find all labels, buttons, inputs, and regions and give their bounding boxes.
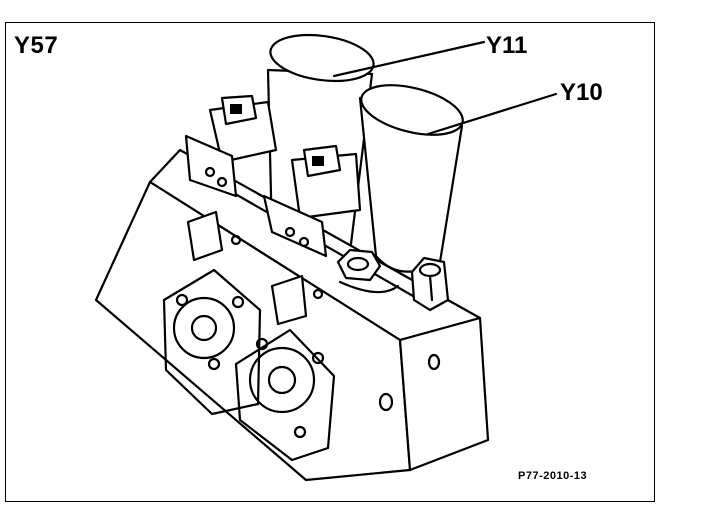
callout-label-y11: Y11 [486, 32, 528, 59]
fitting-nut-left [336, 248, 400, 294]
solenoid-cylinder-front [358, 84, 464, 273]
bolt-hole [312, 288, 324, 300]
bolt-hole [230, 234, 242, 246]
valve-port-left [162, 268, 262, 416]
connector-front [262, 144, 362, 258]
tab-upper [186, 210, 224, 262]
component-id-label: Y57 [14, 32, 59, 59]
valve-port-right [234, 328, 336, 462]
callout-label-y10: Y10 [560, 79, 603, 106]
port-hole [427, 353, 441, 371]
reference-code: P77-2010-13 [518, 470, 588, 482]
leader-line-y10 [426, 92, 558, 136]
leader-line-y11 [332, 40, 486, 78]
tab-lower [270, 274, 308, 326]
diagram-frame [5, 22, 655, 502]
fitting-nut-right [410, 256, 450, 312]
connector-rear [184, 94, 278, 198]
port-hole [378, 392, 394, 412]
